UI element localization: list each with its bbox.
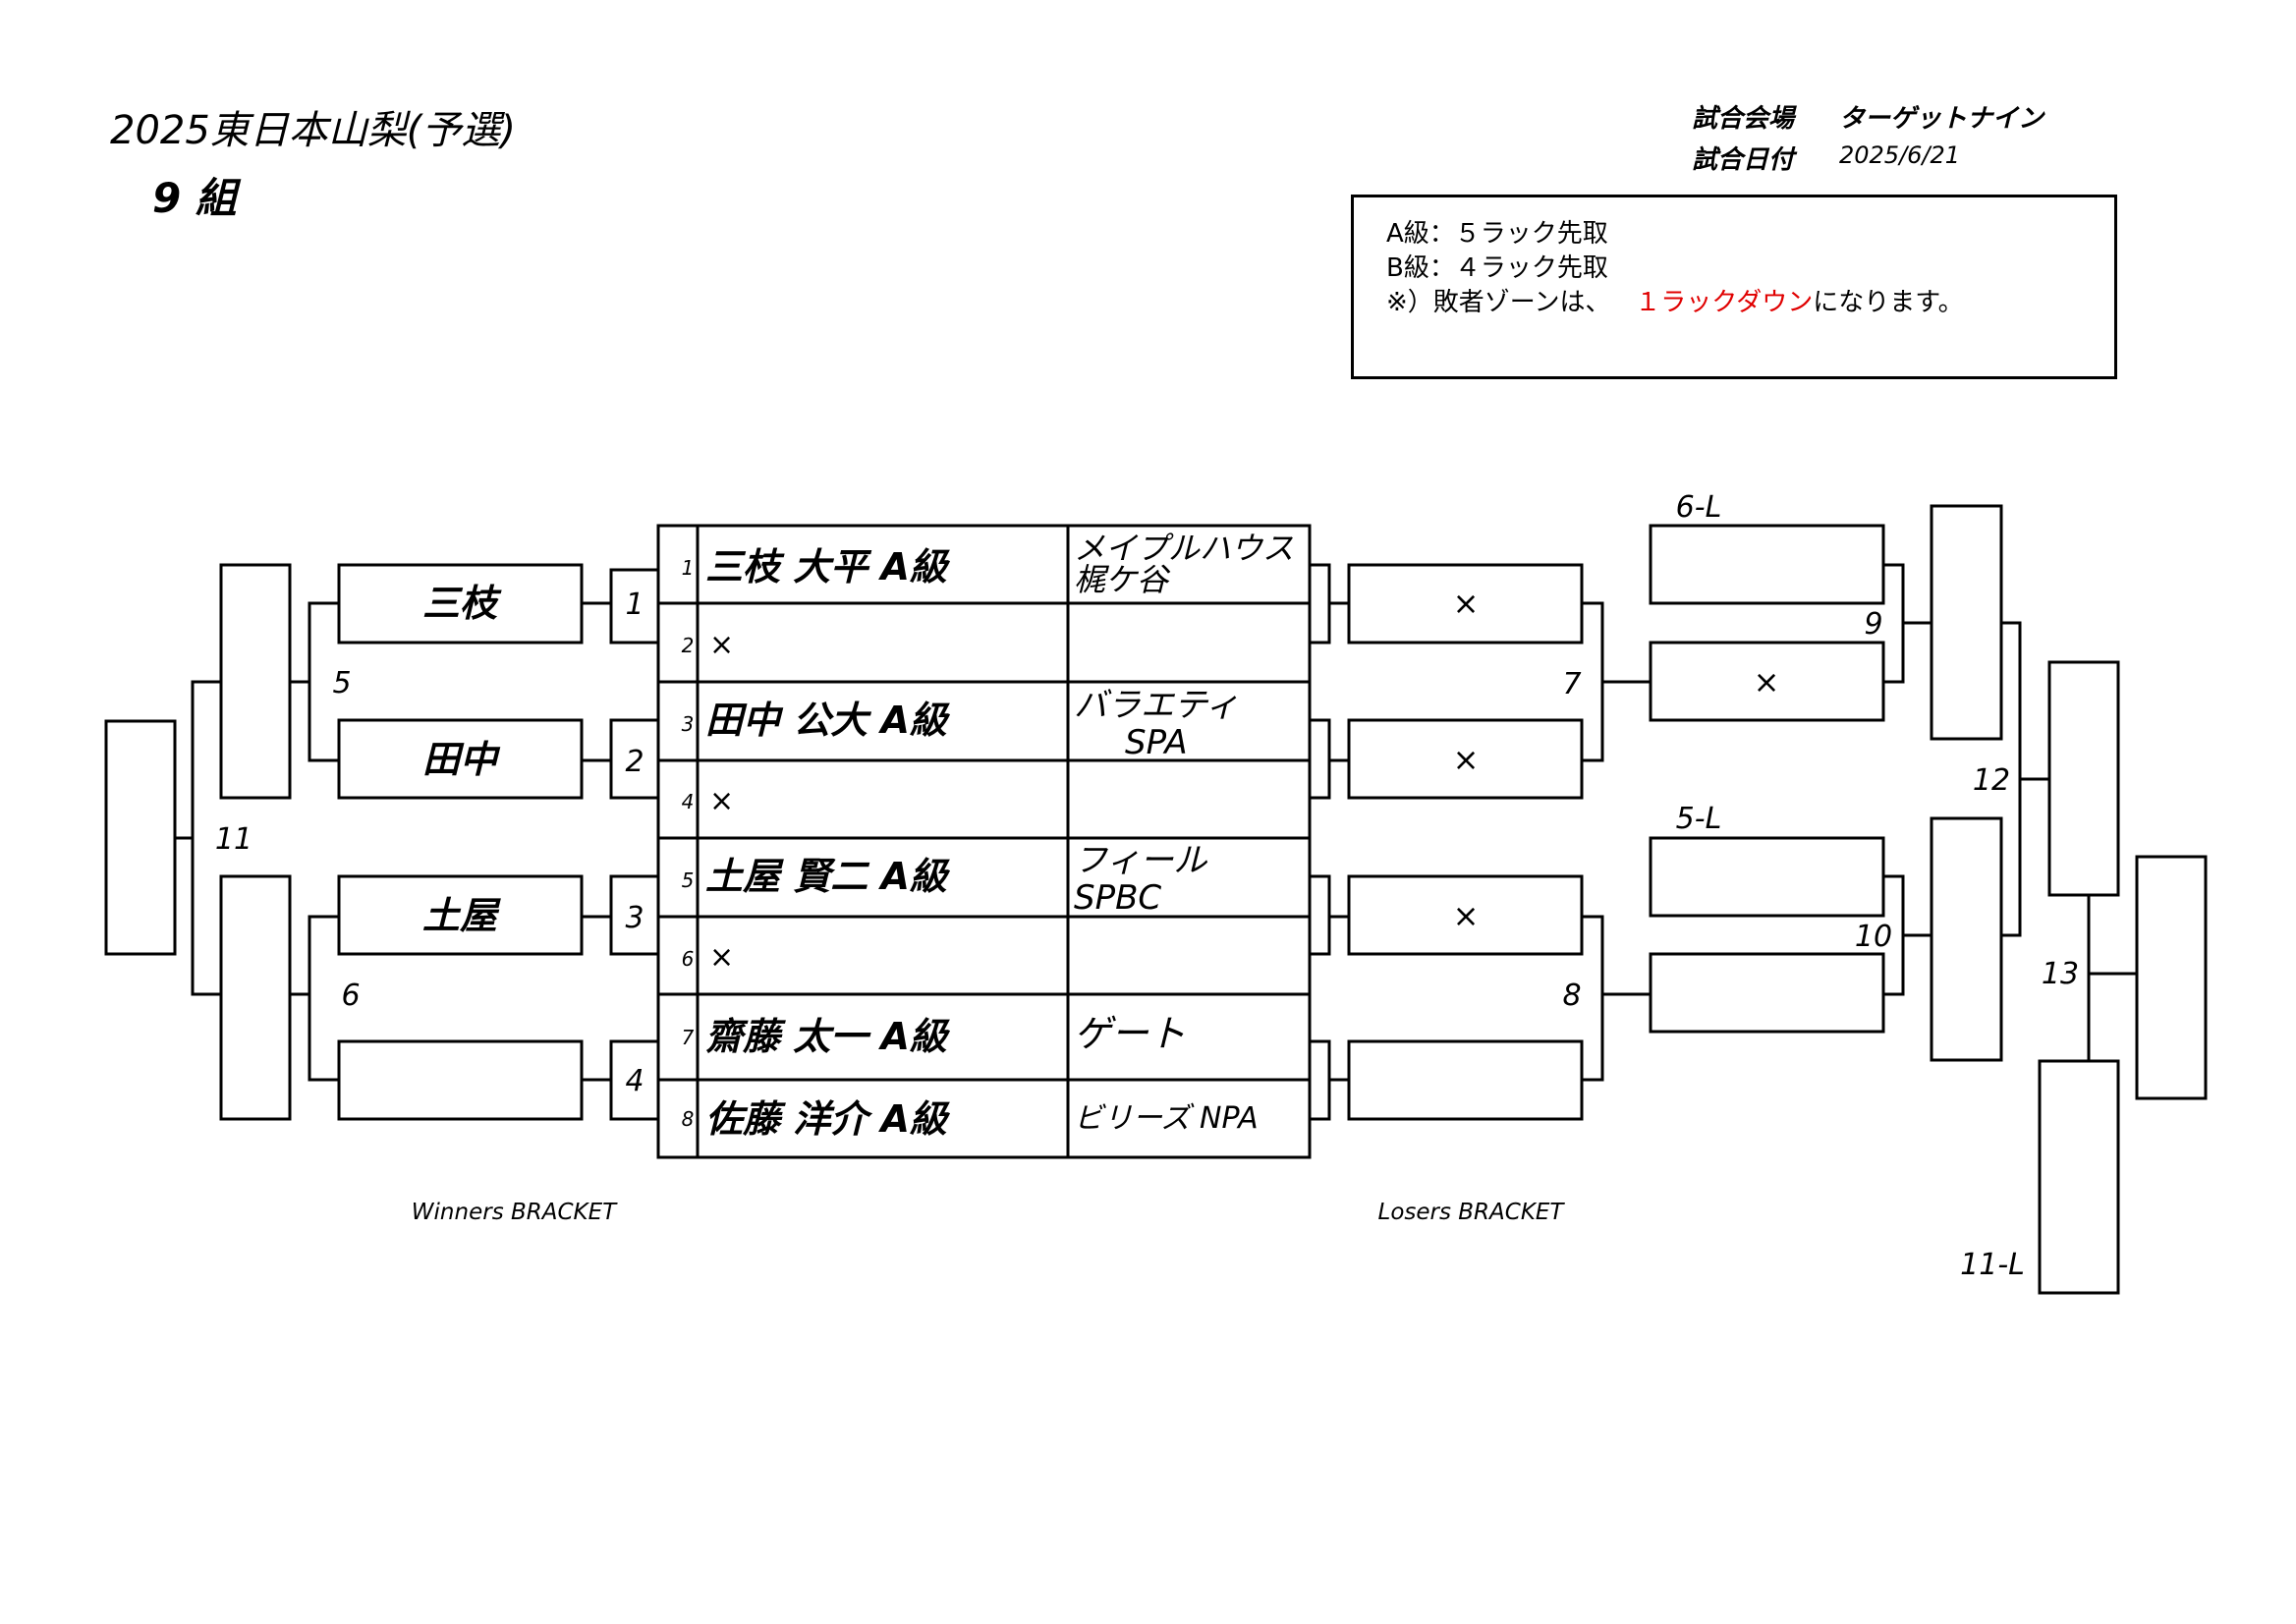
draw-number: 3 — [682, 712, 695, 736]
draw-number: 8 — [682, 1107, 695, 1131]
match-number: 4 — [625, 1064, 644, 1098]
match-number: 11 — [215, 822, 252, 857]
losers-slot: × — [1453, 897, 1480, 934]
match-number: 2 — [625, 745, 644, 779]
team-name-line2: SPA — [1125, 723, 1188, 762]
winners-bracket-caption: Winners BRACKET — [412, 1200, 618, 1225]
rules-box: A級：５ラック先取 B級：４ラック先取 ※）敗者ゾーンは、 １ラックダウンになり… — [1351, 195, 2117, 379]
team-name: ゲート — [1074, 1012, 1186, 1055]
group-label: 9 組 — [152, 174, 237, 222]
team-name: バラエティ — [1074, 686, 1239, 725]
draw-number: 6 — [682, 947, 695, 971]
player-name: 齋藤 太一 A級 — [705, 1015, 951, 1058]
player-name: 田中 公大 A級 — [705, 699, 951, 742]
venue-label: 試合会場 — [1692, 104, 1795, 134]
match-number: 1 — [625, 588, 644, 622]
draw-table — [656, 524, 1312, 1159]
date-value: 2025/6/21 — [1839, 141, 1961, 169]
bye-mark: × — [709, 628, 734, 662]
rule-losers-prefix: ※）敗者ゾーンは、 — [1386, 288, 1611, 317]
match-number: 7 — [1562, 667, 1581, 701]
rule-losers-highlight: １ラックダウン — [1635, 288, 1814, 317]
team-name-line2: SPBC — [1074, 878, 1161, 918]
bye-mark: × — [709, 784, 734, 818]
rule-a-class: A級：５ラック先取 — [1386, 219, 1608, 249]
player-name: 佐藤 洋介 A級 — [705, 1097, 951, 1141]
losers-slot: × — [1453, 585, 1480, 622]
draw-number: 1 — [682, 556, 695, 580]
draw-number: 5 — [682, 868, 695, 892]
rule-losers-zone: ※）敗者ゾーンは、 １ラックダウンになります。 — [1386, 286, 2114, 320]
losers-slot: × — [1453, 741, 1480, 778]
winners-slot: 田中 — [422, 738, 501, 781]
player-name: 三枝 大平 A級 — [705, 545, 951, 588]
draw-number: 7 — [682, 1026, 695, 1049]
team-name: メイプルハウス — [1074, 530, 1294, 567]
venue-value: ターゲットナイン — [1839, 104, 2044, 134]
draw-number: 4 — [682, 790, 695, 813]
bye-mark: × — [709, 940, 734, 975]
drop-in-label: 6-L — [1676, 490, 1722, 525]
player-name: 土屋 賢二 A級 — [705, 855, 951, 898]
drop-in-label: 5-L — [1676, 802, 1722, 836]
losers-slot: × — [1754, 663, 1780, 700]
rule-b-class: B級：４ラック先取 — [1386, 253, 1608, 283]
match-number: 5 — [332, 666, 351, 700]
losers-bracket-caption: Losers BRACKET — [1378, 1200, 1566, 1225]
match-number: 6 — [341, 979, 360, 1013]
match-number: 8 — [1562, 979, 1581, 1013]
winners-slot: 三枝 — [422, 582, 502, 625]
match-number: 12 — [1973, 763, 2010, 798]
team-name-line2: 梶ケ谷 — [1074, 561, 1171, 598]
match-number: 13 — [2042, 957, 2079, 991]
winners-slot: 土屋 — [422, 894, 501, 937]
match-number: 10 — [1855, 920, 1892, 954]
match-number: 3 — [625, 901, 644, 935]
draw-number: 2 — [682, 634, 695, 657]
team-name: ビリーズ NPA — [1074, 1101, 1259, 1136]
rule-losers-suffix: になります。 — [1813, 288, 1964, 317]
date-label: 試合日付 — [1692, 145, 1795, 175]
drop-in-label: 11-L — [1960, 1248, 2025, 1282]
match-number: 9 — [1864, 607, 1882, 642]
event-title: 2025東日本山梨(予選) — [110, 108, 517, 153]
team-name: フィール — [1074, 841, 1207, 880]
